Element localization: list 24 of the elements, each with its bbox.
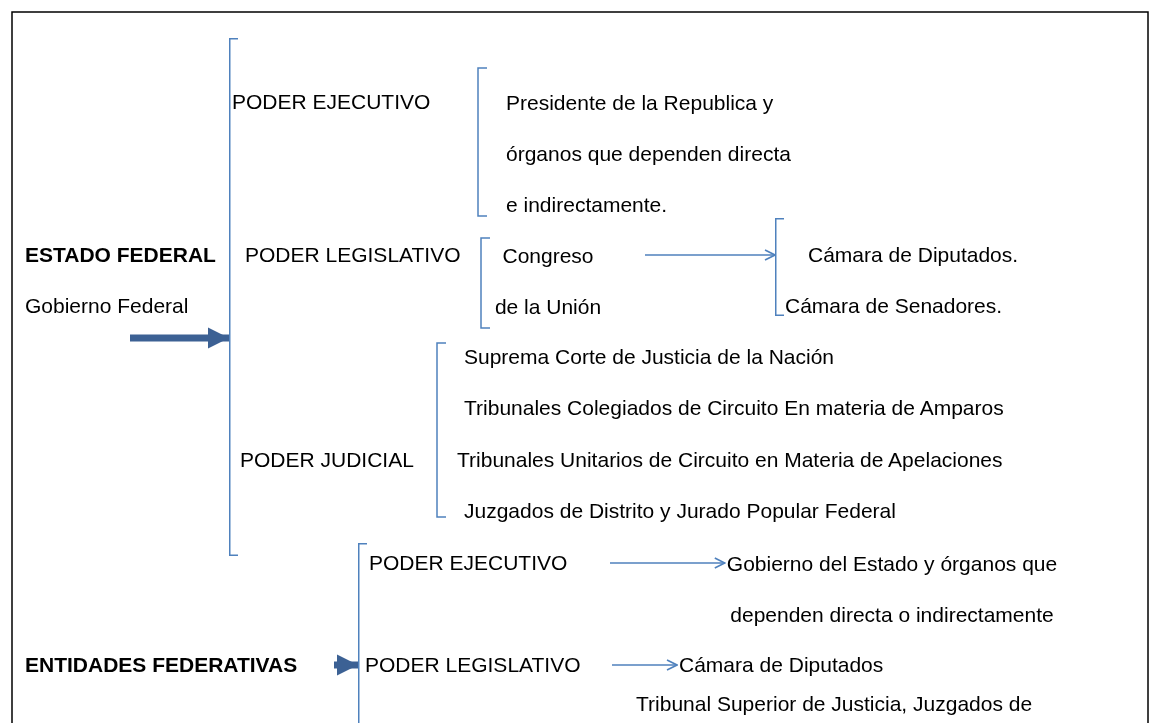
text-label: Cámara de Senadores. [785, 294, 1003, 318]
text-label: Tribunales Unitarios de Circuito en Materia de Apelaciones [457, 448, 1003, 472]
text-label: Congreso de la Unión [492, 229, 645, 332]
text-label: Cámara de Diputados. [751, 243, 1019, 267]
heading: ESTADO FEDERAL [25, 243, 216, 267]
heading: ENTIDADES FEDERATIVAS [25, 653, 298, 677]
text-label: PODER EJECUTIVO [232, 90, 431, 114]
text-label: Tribunal Superior de Justicia, Juzgados de [636, 692, 1033, 716]
text-label: Suprema Corte de Justicia de la Nación [464, 345, 835, 369]
text-label: Gobierno del Estado y órganos que dependen directa o indirectamente [680, 537, 1067, 640]
text-label: PODER JUDICIAL [240, 448, 414, 472]
text-label: Presidente de la Republica y órganos que dependen directa e indirectamente. [506, 76, 804, 230]
bracket-shape [358, 543, 368, 723]
text-label: Tribunales Colegiados de Circuito En materia de Amparos [464, 396, 1004, 420]
text-label: PODER EJECUTIVO [369, 551, 610, 575]
text-label: PODER LEGISLATIVO [245, 243, 461, 267]
text-label: Gobierno Federal [25, 294, 189, 318]
text-label: Juzgados de Distrito y Jurado Popular Federal [464, 499, 896, 523]
arrow [644, 249, 776, 261]
arrow [609, 557, 726, 569]
bracket-shape [775, 218, 785, 316]
text-label: Cámara de Diputados [637, 653, 884, 677]
arrow [611, 659, 678, 671]
text-label: PODER LEGISLATIVO [365, 653, 612, 677]
